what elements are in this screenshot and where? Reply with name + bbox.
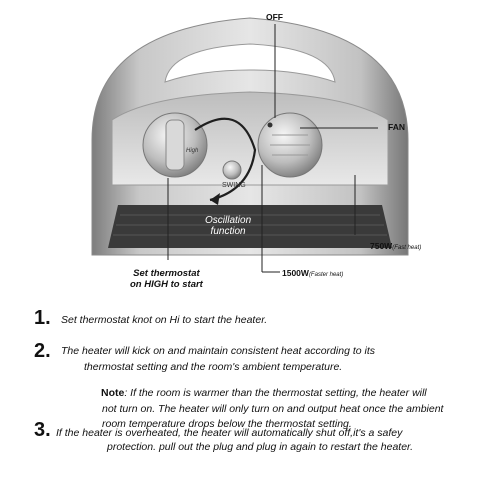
note-line1: Note: If the room is warmer than the the… bbox=[101, 386, 427, 400]
oscillation-line1: Oscillation bbox=[205, 215, 252, 226]
swing-button bbox=[222, 160, 242, 180]
step-1-number: 1. bbox=[34, 307, 51, 329]
w1500-note: (Faster heat) bbox=[308, 272, 344, 278]
step-2-number: 2. bbox=[34, 340, 51, 362]
oscillation-callout: Oscillation function bbox=[205, 215, 251, 237]
thermostat-line1: Set thermostat bbox=[133, 268, 200, 279]
step-2-line2: thermostat setting and the room's ambien… bbox=[84, 361, 343, 373]
w750-label: 750W bbox=[370, 241, 393, 251]
oscillation-line2: function bbox=[210, 226, 246, 237]
step-2-line1: The heater will kick on and maintain con… bbox=[61, 345, 376, 357]
w750-note: (Fast heat) bbox=[392, 245, 422, 251]
heater-illustration: High SWING bbox=[91, 17, 409, 273]
note-line1-text: : If the room is warmer than the thermos… bbox=[124, 387, 427, 399]
off-label: OFF bbox=[266, 12, 283, 22]
step-3-line1: If the heater is overheated, the heater … bbox=[56, 427, 403, 439]
oscillation-arrow bbox=[194, 117, 257, 202]
w750-callout: 750W(Fast heat) bbox=[370, 241, 421, 251]
w1500-label: 1500W bbox=[282, 268, 309, 278]
heater-grille bbox=[108, 205, 392, 248]
high-label: High bbox=[186, 148, 199, 154]
swing-label: SWING bbox=[222, 182, 246, 189]
step-1-text: Set thermostat knot on Hi to start the h… bbox=[61, 314, 268, 326]
note-line3: room temperature drops below the thermos… bbox=[102, 418, 352, 430]
thermostat-callout: Set thermostat on HIGH to start bbox=[130, 268, 203, 290]
note-line2: not turn on. The heater will only turn o… bbox=[102, 403, 444, 415]
fan-label: FAN bbox=[388, 122, 405, 132]
step-3-line2: protection. pull out the plug and plug i… bbox=[107, 441, 414, 453]
note-label: Note bbox=[101, 387, 125, 399]
step-3-number: 3. bbox=[34, 419, 51, 441]
thermostat-line2: on HIGH to start bbox=[130, 279, 203, 290]
handle-cutout bbox=[164, 43, 336, 83]
w1500-callout: 1500W(Faster heat) bbox=[282, 268, 343, 278]
